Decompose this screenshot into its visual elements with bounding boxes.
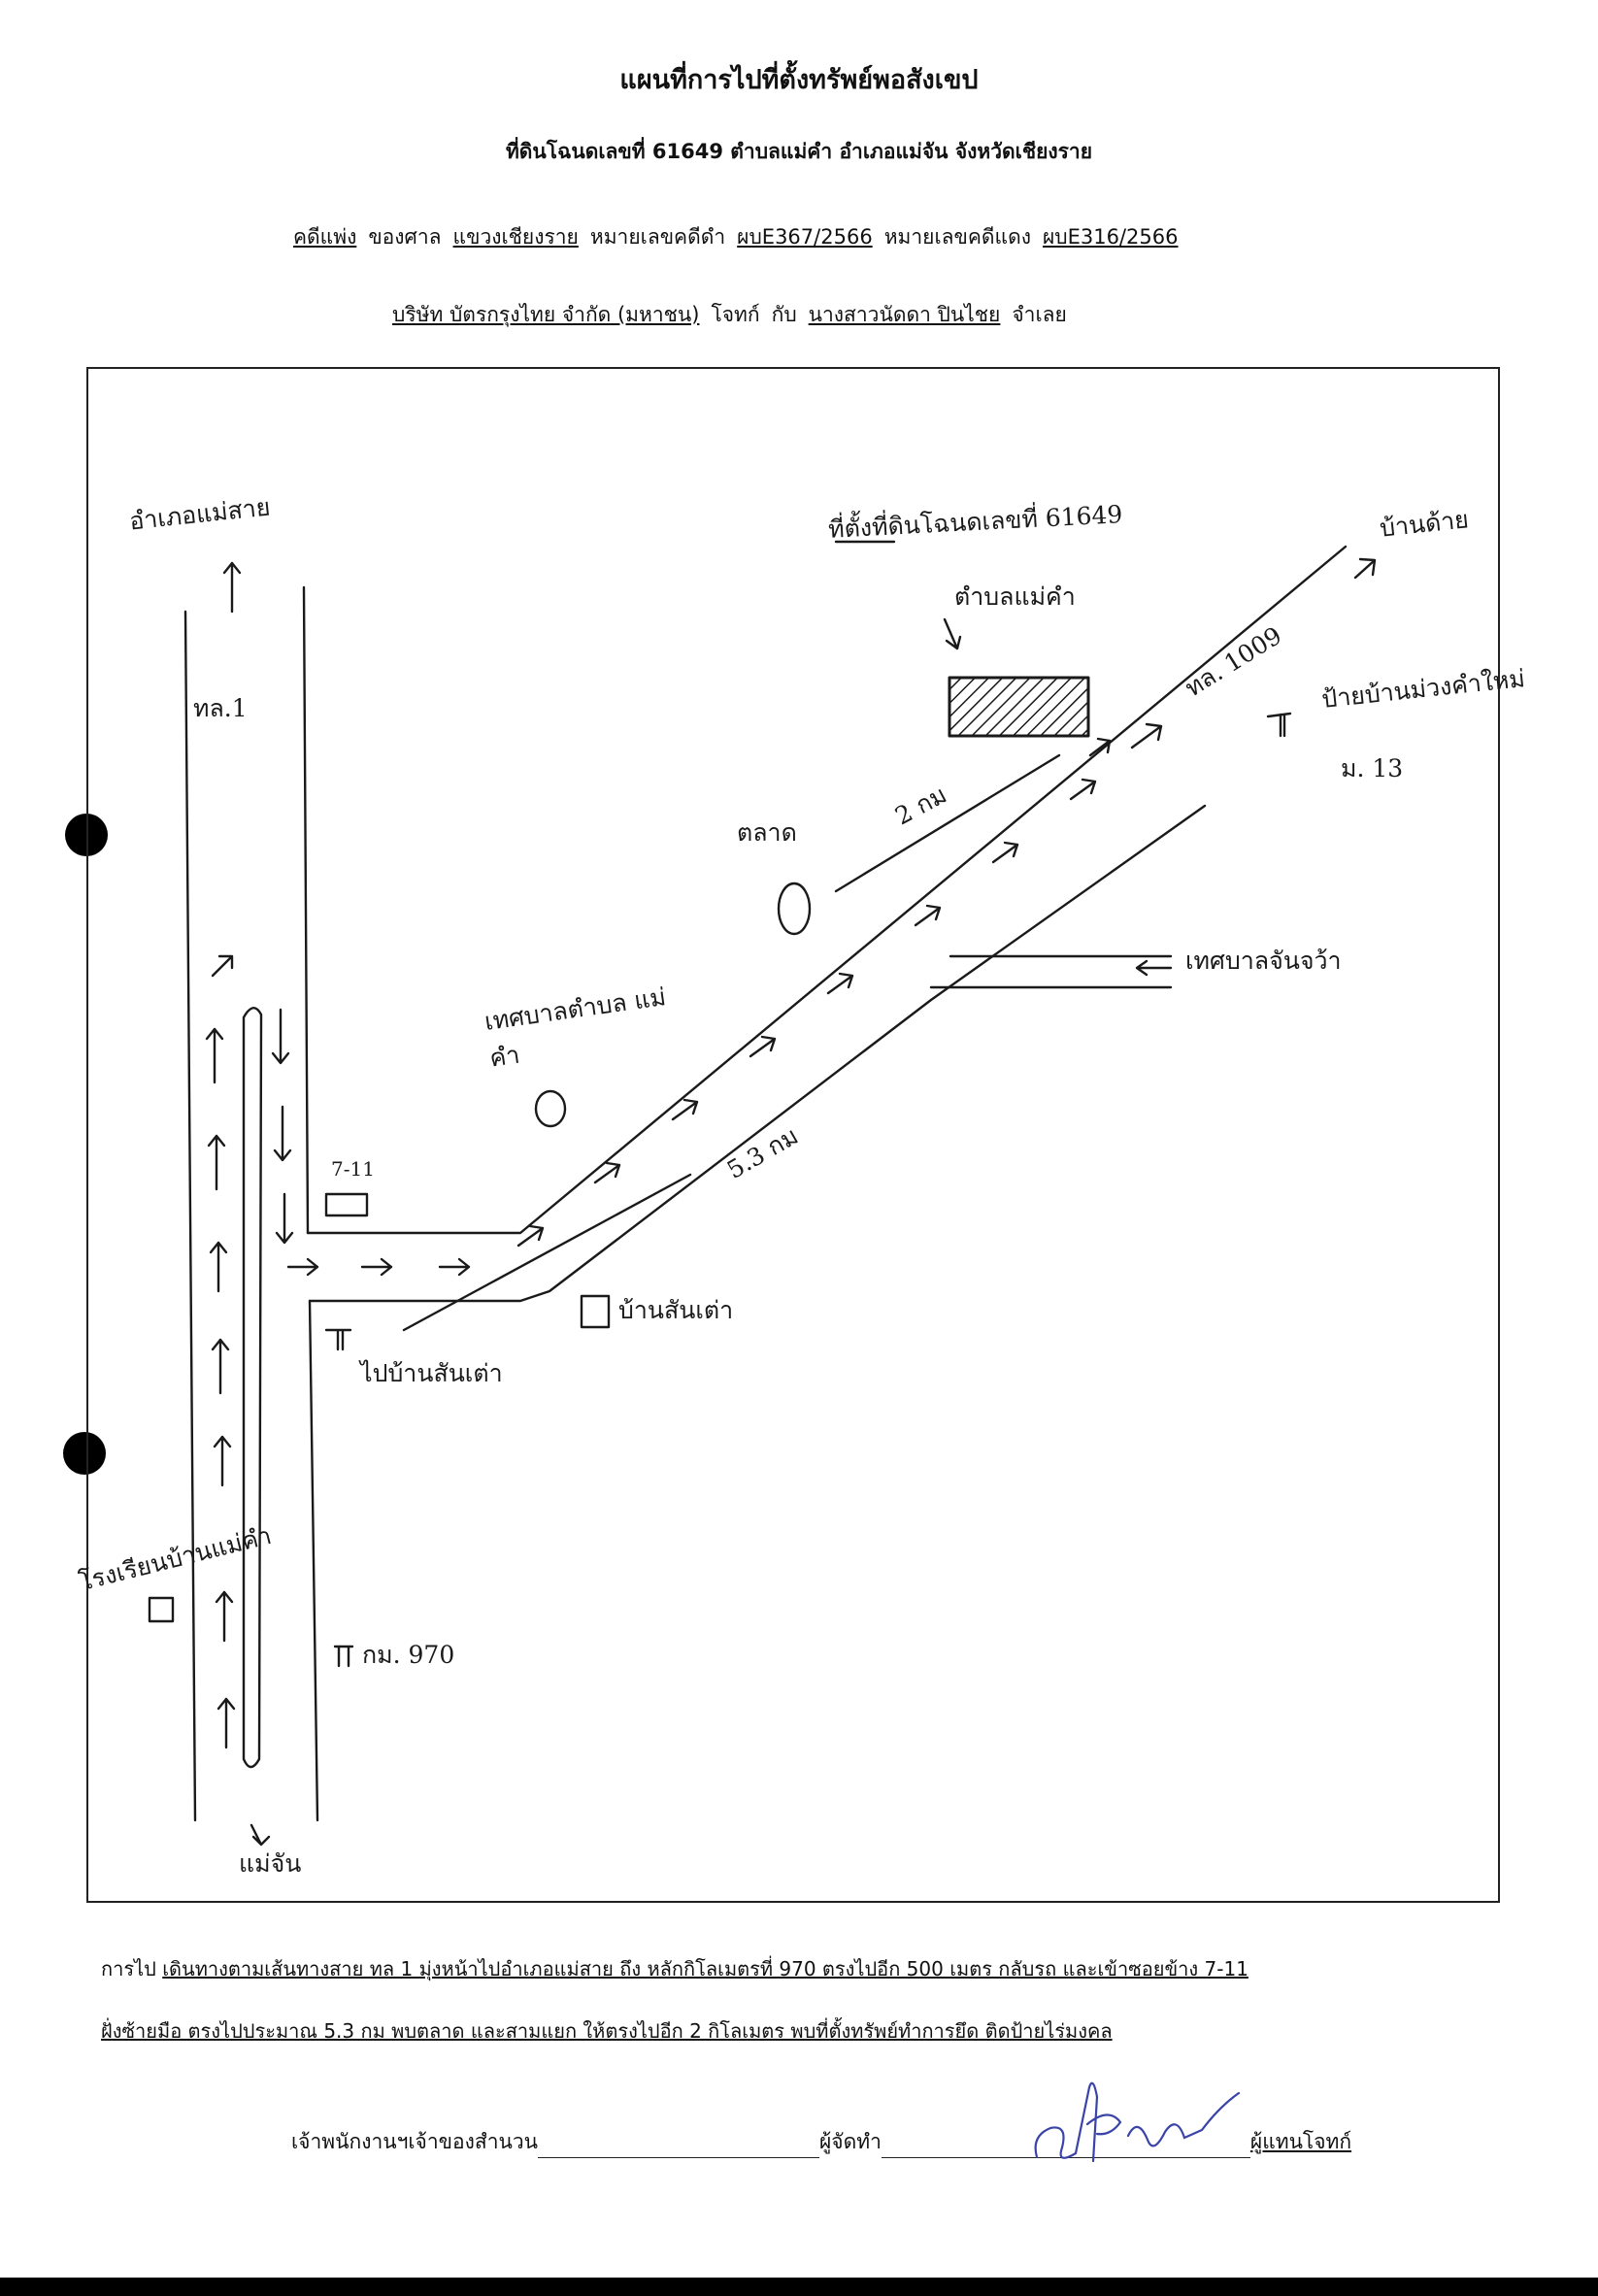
road-arrow: [360, 1257, 393, 1277]
road-arrow: [671, 1098, 699, 1121]
label-market: ตลาด: [737, 818, 797, 847]
market-mark: [777, 882, 812, 936]
officer-blank: [538, 2136, 819, 2158]
plaintiff-name: บริษัท บัตรกรุงไทย จำกัด (มหาชน): [392, 303, 700, 326]
target-parcel: [948, 676, 1090, 738]
seven-eleven-box: [324, 1192, 369, 1217]
party-conjunction: กับ: [771, 303, 797, 326]
label-km-marker: กม. 970: [362, 1641, 455, 1669]
road-arrow: [1130, 722, 1163, 749]
maker-label: ผู้จัดทำ: [819, 2130, 882, 2153]
label-south-dest: แม่จัน: [239, 1849, 302, 1878]
road-arrow: [438, 1257, 471, 1277]
route-map: อำเภอแม่สาย ทล.1 แม่จัน โรงเรียนบ้านแม่ค…: [76, 367, 1526, 1903]
dimension-line-53km: [402, 1173, 692, 1332]
north-arrow: [222, 561, 242, 614]
road-arrow: [914, 904, 942, 927]
village-sign-post: [324, 1328, 352, 1351]
road-arrow: [205, 1027, 224, 1084]
junction-branch-arrow: [1135, 959, 1173, 977]
ban-muang-sign-post: [1266, 712, 1292, 738]
defendant-role: จำเลย: [1012, 303, 1067, 326]
red-case-number: ผบE316/2566: [1042, 225, 1179, 249]
black-case-number: ผบE367/2566: [737, 225, 873, 249]
directions-lead: การไป: [101, 1957, 156, 1980]
plaintiff-role: โจทก์: [711, 303, 760, 326]
road-arrow: [286, 1257, 319, 1277]
road-arrow: [516, 1224, 545, 1248]
road-arrow: [749, 1035, 777, 1058]
dimension-line-2km: [834, 753, 1061, 893]
map-drawing: [148, 540, 1377, 1847]
label-village: บ้านสันเต่า: [618, 1296, 734, 1324]
directions-line-1: การไป เดินทางตามเส้นทางสาย ทล 1 มุ่งหน้า…: [101, 1953, 1518, 1984]
road-arrow: [1069, 778, 1097, 801]
directions-text-2: ฝั่งซ้ายมือ ตรงไปประมาณ 5.3 กม พบตลาด แล…: [101, 2019, 1113, 2043]
road-arrow: [991, 841, 1019, 864]
officer-label: เจ้าพนักงานฯเจ้าของสำนวน: [291, 2130, 538, 2153]
label-moo: ม. 13: [1341, 754, 1404, 782]
road-arrow: [826, 972, 854, 995]
red-case-prefix: หมายเลขคดีแดง: [883, 225, 1031, 249]
page-subtitle: ที่ดินโฉนดเลขที่ 61649 ตำบลแม่คำ อำเภอแม…: [505, 140, 1093, 163]
road-arrow: [215, 1590, 234, 1643]
road-arrow: [209, 1241, 228, 1293]
km-marker-post: [333, 1645, 354, 1668]
south-arrow: [250, 1823, 271, 1847]
road-arrow: [211, 1338, 230, 1395]
rep-label: ผู้แทนโจทก์: [1249, 2130, 1352, 2153]
handwritten-signature: [1034, 2081, 1241, 2163]
road-arrow: [271, 1008, 290, 1065]
road-arrow: [216, 1697, 236, 1749]
page-title: แผนที่การไปที่ตั้งทรัพย์พอสังเขป: [619, 65, 979, 95]
scan-edge-bar: [0, 2278, 1598, 2296]
defendant-name: นางสาวนัดดา ปินไชย: [808, 303, 1001, 326]
label-target-tambon: ตำบลแม่คำ: [954, 582, 1076, 611]
court-prefix: ของศาล: [368, 225, 442, 249]
case-type: คดีแพ่ง: [293, 225, 357, 249]
municipality-mark: [534, 1089, 567, 1128]
highway-median: [242, 1007, 263, 1769]
road-arrow: [207, 1134, 226, 1191]
side-road-north-edge: [306, 545, 1348, 1235]
road-arrow: [273, 1105, 292, 1162]
road-arrow: [593, 1161, 621, 1184]
road-arrow: [213, 1435, 232, 1487]
school-box: [148, 1596, 175, 1623]
label-to-village: ไปบ้านสันเต่า: [360, 1359, 503, 1387]
road-arrow: [275, 1192, 294, 1245]
target-pointer: [943, 617, 962, 650]
party-line: บริษัท บัตรกรุงไทย จำกัด (มหาชน) โจทก์ กับ…: [392, 299, 1079, 331]
highway-1-east-edge-north: [302, 585, 310, 1235]
ban-dai-arrow: [1353, 557, 1377, 580]
label-seven-eleven: 7-11: [331, 1157, 375, 1181]
road-arrow: [1088, 737, 1112, 757]
directions-text-1: เดินทางตามเส้นทางสาย ทล 1 มุ่งหน้าไปอำเภ…: [162, 1957, 1248, 1980]
highway-1-east-edge-south: [308, 1299, 319, 1822]
village-box: [580, 1294, 611, 1329]
label-municipality-jl: เทศบาลจันจว้า: [1185, 947, 1342, 975]
court-name: แขวงเชียงราย: [452, 225, 579, 249]
side-road-south-edge: [308, 804, 1207, 1303]
black-case-prefix: หมายเลขคดีดำ: [589, 225, 726, 249]
case-line: คดีแพ่ง ของศาล แขวงเชียงราย หมายเลขคดีดำ ผบE…: [293, 221, 1190, 253]
signature-row: เจ้าพนักงานฯเจ้าของสำนวน ผู้จัดทำ ผู้แทนโจ…: [291, 2126, 1351, 2158]
highway-1-west-edge: [183, 610, 197, 1822]
road-arrow: [211, 954, 234, 978]
label-highway-1: ทล.1: [193, 694, 248, 722]
directions-line-2: ฝั่งซ้ายมือ ตรงไปประมาณ 5.3 กม พบตลาด แล…: [101, 2015, 1518, 2046]
punch-hole-bottom: [63, 1432, 106, 1475]
